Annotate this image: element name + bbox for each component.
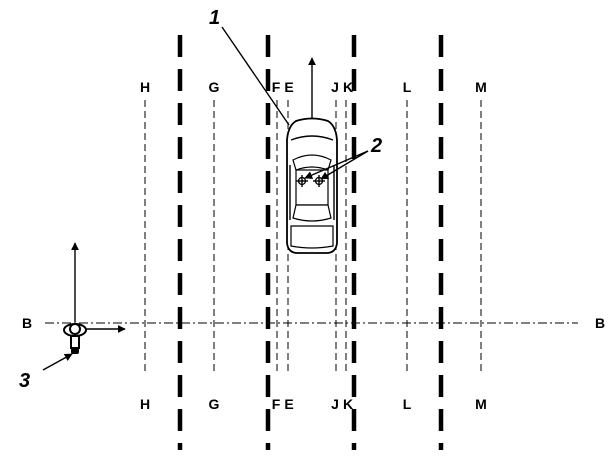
callout-2-leader-b [320, 150, 369, 180]
observer-torso [70, 335, 80, 349]
callout-3: 3 [19, 370, 30, 392]
label-b-right: B [595, 315, 605, 331]
label-m-top: M [475, 79, 487, 95]
label-b-left: B [22, 315, 32, 331]
callout-1-leader [221, 26, 290, 126]
label-e-bottom: E [284, 396, 293, 412]
label-h-top: H [140, 79, 150, 95]
callout-2-leader-a [304, 150, 369, 179]
label-j-bottom: J [331, 396, 339, 412]
observer [63, 242, 126, 354]
vehicle-hood [290, 135, 334, 141]
target-marker-left [296, 175, 308, 187]
callout-2: 2 [370, 135, 382, 157]
label-e-top: E [284, 79, 293, 95]
callout-1: 1 [209, 7, 220, 29]
label-h-bottom: H [140, 396, 150, 412]
vehicle-trunk [290, 225, 334, 249]
vehicle [286, 57, 338, 254]
label-g-bottom: G [209, 396, 220, 412]
vehicle-rear-window [292, 204, 332, 222]
label-f-bottom: F [272, 396, 281, 412]
label-f-top: F [272, 79, 281, 95]
callout-3-leader [42, 353, 73, 371]
label-g-top: G [209, 79, 220, 95]
observer-feet [71, 348, 79, 354]
label-l-bottom: L [403, 396, 412, 412]
label-l-top: L [403, 79, 412, 95]
label-k-top: K [343, 79, 353, 95]
label-k-bottom: K [343, 396, 353, 412]
label-m-bottom: M [475, 396, 487, 412]
observer-head [69, 323, 81, 335]
label-j-top: J [331, 79, 339, 95]
